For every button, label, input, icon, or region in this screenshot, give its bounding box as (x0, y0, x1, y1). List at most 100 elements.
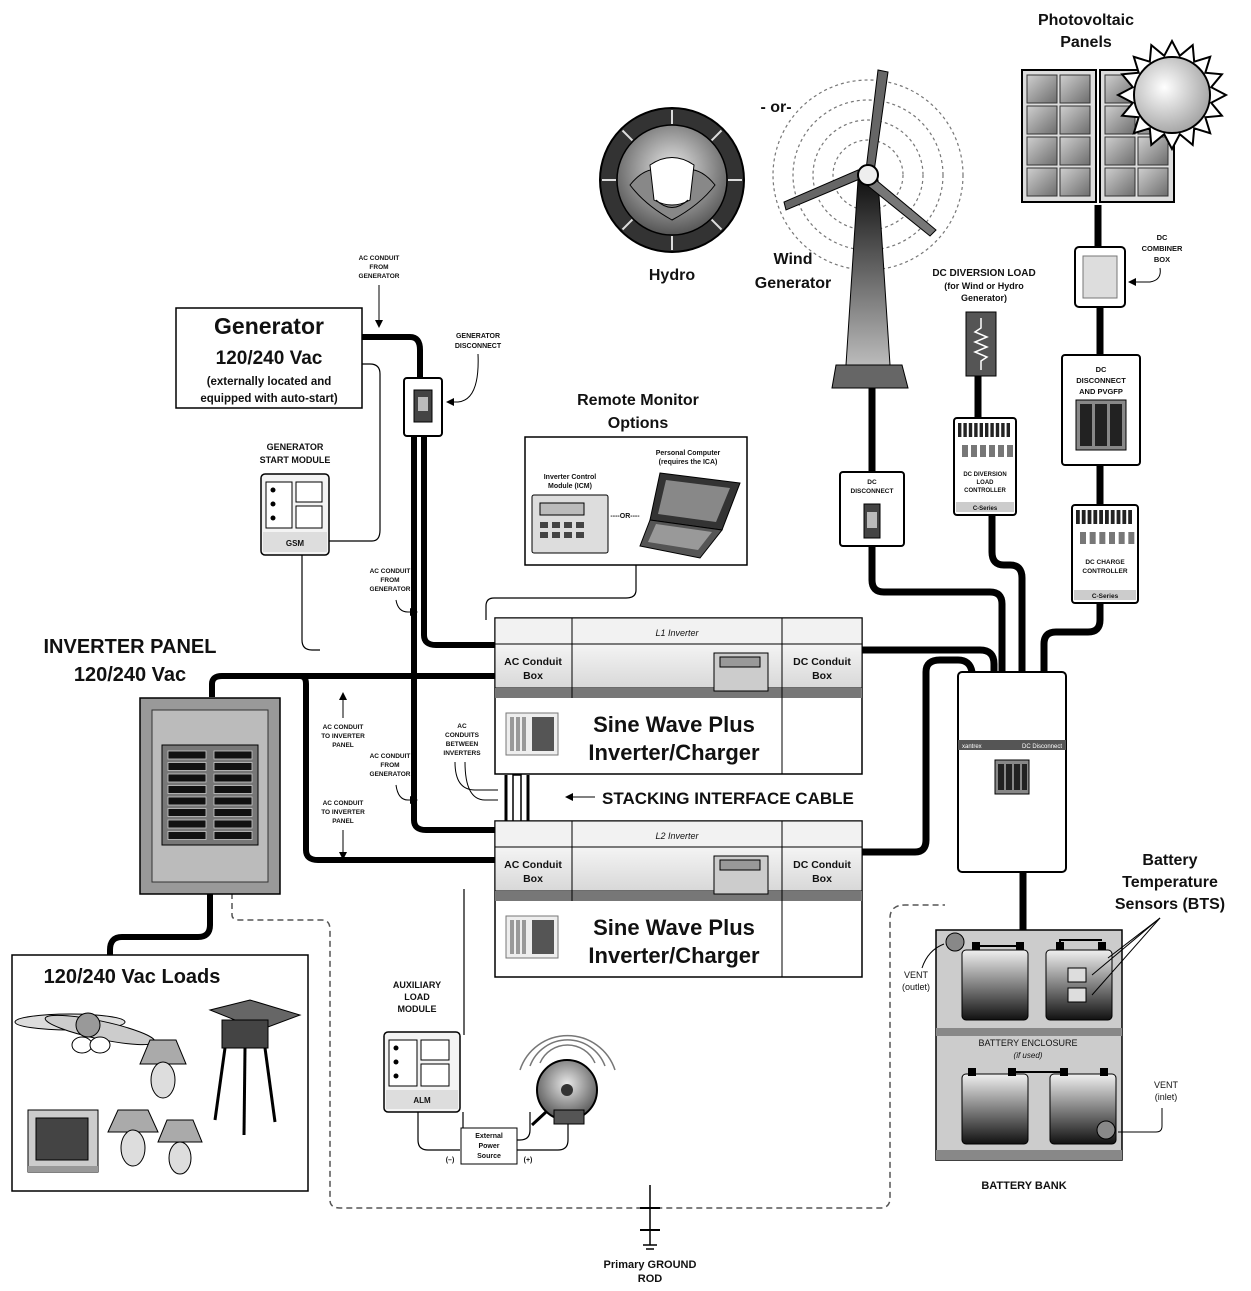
dc-disconnect-pvgfp: DC DISCONNECT AND PVGFP (1061, 354, 1141, 466)
ac-conduit-from-generator-label-low: AC CONDUIT FROM GENERATOR (370, 753, 418, 804)
svg-text:DC Conduit: DC Conduit (793, 859, 851, 871)
breaker (213, 808, 253, 817)
inverter-l2-panel-icon (505, 915, 559, 959)
battery-bottom-left (961, 1073, 1029, 1145)
svg-text:Inverter Control: Inverter Control (544, 474, 597, 481)
svg-text:120/240 Vac Loads: 120/240 Vac Loads (44, 966, 221, 988)
ac-conduits (107, 334, 497, 960)
svg-text:STACKING INTERFACE CABLE: STACKING INTERFACE CABLE (602, 789, 854, 808)
svg-text:PANEL: PANEL (332, 742, 354, 749)
svg-text:equipped with auto-start): equipped with auto-start) (200, 393, 338, 405)
remote-monitor-options: Remote Monitor Options Inverter Control … (524, 392, 748, 566)
pv-cell (1059, 136, 1091, 166)
svg-text:AC CONDUIT: AC CONDUIT (370, 753, 411, 760)
svg-text:BOX: BOX (1154, 255, 1170, 264)
pv-cell (1059, 105, 1091, 135)
svg-text:PANEL: PANEL (332, 818, 354, 825)
breaker (167, 796, 207, 806)
svg-text:AC: AC (457, 723, 467, 730)
svg-text:GSM: GSM (286, 539, 305, 548)
svg-text:DC CHARGE: DC CHARGE (1085, 559, 1125, 566)
svg-text:(+): (+) (524, 1157, 533, 1164)
inverter-l1: L1 Inverter AC Conduit Box DC Conduit Bo… (494, 617, 863, 775)
breaker (167, 808, 207, 817)
svg-text:Panels: Panels (1060, 34, 1112, 51)
svg-text:Module (ICM): Module (ICM) (548, 483, 592, 490)
svg-text:Box: Box (812, 670, 832, 682)
svg-text:INVERTERS: INVERTERS (443, 750, 481, 757)
sun-icon (1115, 38, 1229, 152)
pv-panel-left (1021, 69, 1097, 203)
ground-wire (231, 893, 945, 1209)
inverter-panel: INVERTER PANEL 120/240 Vac (44, 636, 281, 895)
svg-text:GENERATOR: GENERATOR (370, 586, 411, 593)
svg-text:DC: DC (1157, 233, 1168, 242)
ac-conduits-between-inverters-label: AC CONDUITS BETWEEN INVERTERS (443, 723, 498, 801)
svg-text:MODULE: MODULE (398, 1004, 437, 1014)
generator-start-module: GENERATOR START MODULE GSM (260, 442, 330, 556)
laptop-icon (639, 472, 741, 559)
svg-text:FROM: FROM (380, 762, 399, 769)
svg-text:Generator): Generator) (961, 293, 1007, 303)
svg-text:DISCONNECT: DISCONNECT (455, 343, 502, 350)
svg-text:Source: Source (477, 1153, 501, 1160)
auxiliary-load-module: AUXILIARY LOAD MODULE ALM (383, 980, 461, 1113)
pv-cell (1104, 136, 1136, 166)
generator-box: Generator 120/240 Vac (externally locate… (175, 307, 363, 409)
svg-text:Battery: Battery (1142, 852, 1197, 869)
svg-text:AC Conduit: AC Conduit (504, 656, 562, 668)
svg-text:Power: Power (478, 1143, 499, 1150)
svg-text:ALM: ALM (413, 1096, 431, 1105)
pv-cell (1059, 74, 1091, 104)
svg-text:GENERATOR: GENERATOR (267, 442, 324, 452)
svg-text:LOAD: LOAD (977, 480, 995, 486)
svg-text:AC CONDUIT: AC CONDUIT (370, 568, 411, 575)
pv-cell (1026, 136, 1058, 166)
svg-text:DC: DC (867, 479, 877, 486)
svg-text:Box: Box (523, 873, 543, 885)
svg-text:AC CONDUIT: AC CONDUIT (359, 255, 400, 262)
svg-text:Photovoltaic: Photovoltaic (1038, 12, 1134, 29)
svg-text:Options: Options (608, 415, 669, 432)
svg-text:TO INVERTER: TO INVERTER (321, 733, 365, 740)
resistor-icon (973, 318, 989, 370)
breaker (167, 831, 207, 840)
stacking-cable-label: STACKING INTERFACE CABLE (565, 789, 854, 808)
svg-text:(outlet): (outlet) (902, 982, 930, 992)
breaker (213, 750, 253, 760)
svg-text:Inverter/Charger: Inverter/Charger (588, 740, 760, 765)
svg-text:BETWEEN: BETWEEN (446, 741, 479, 748)
svg-text:AC Conduit: AC Conduit (504, 859, 562, 871)
svg-text:CONTROLLER: CONTROLLER (964, 488, 1006, 494)
svg-text:Generator: Generator (755, 275, 831, 292)
inverter-l1-panel-icon (505, 712, 559, 756)
svg-text:DC DIVERSION LOAD: DC DIVERSION LOAD (932, 268, 1035, 279)
svg-text:BATTERY ENCLOSURE: BATTERY ENCLOSURE (978, 1038, 1077, 1048)
svg-text:GENERATOR: GENERATOR (370, 771, 411, 778)
svg-text:xantrex: xantrex (962, 744, 982, 750)
battery-bank-label: BATTERY BANK (981, 1180, 1066, 1192)
svg-text:(–): (–) (446, 1157, 455, 1164)
alarm-bell-icon (519, 1034, 616, 1127)
svg-text:Sine Wave Plus: Sine Wave Plus (593, 712, 755, 737)
breaker (213, 831, 253, 840)
dc-combiner-box: DC COMBINER BOX (1074, 233, 1183, 308)
main-dc-disconnect: xantrex DC Disconnect (957, 671, 1067, 873)
svg-text:CONDUITS: CONDUITS (445, 732, 480, 739)
pv-cell (1026, 167, 1058, 197)
svg-text:DC Conduit: DC Conduit (793, 656, 851, 668)
svg-text:AC CONDUIT: AC CONDUIT (323, 724, 364, 731)
inverter-l2: L2 Inverter AC Conduit Box DC Conduit Bo… (494, 820, 863, 978)
vent-outlet-label: VENT (outlet) (902, 943, 945, 992)
svg-text:L1 Inverter: L1 Inverter (655, 628, 699, 638)
breaker (213, 773, 253, 783)
svg-text:DC: DC (1096, 365, 1107, 374)
breaker (213, 796, 253, 806)
breaker (213, 762, 253, 771)
dc-disconnect-wind: DC DISCONNECT (839, 471, 905, 547)
ac-conduit-from-generator-label-top: AC CONDUIT FROM GENERATOR (359, 255, 400, 328)
svg-text:FROM: FROM (380, 577, 399, 584)
lamps-icon (107, 1039, 203, 1175)
svg-text:Box: Box (812, 873, 832, 885)
svg-text:(requires the ICA): (requires the ICA) (659, 459, 718, 466)
